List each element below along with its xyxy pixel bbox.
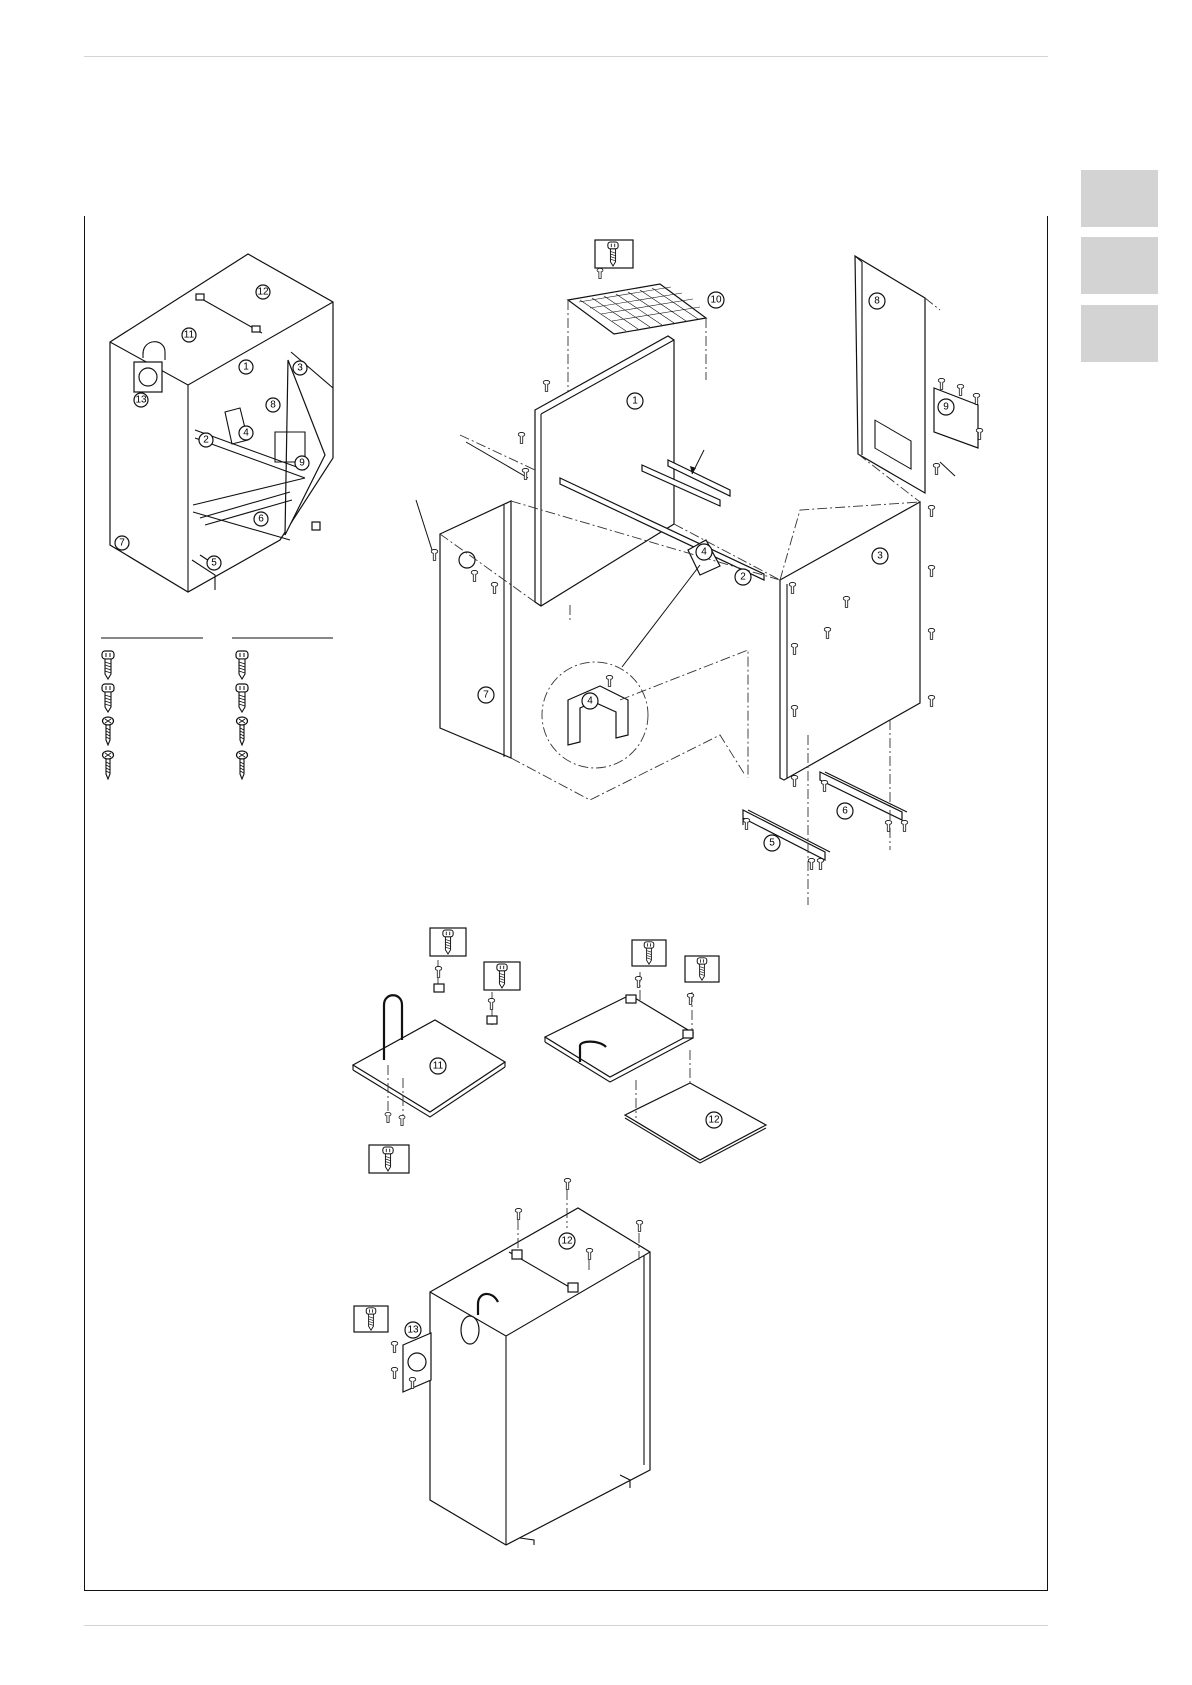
callout-6: 6: [842, 806, 848, 817]
final-assembly-view: 12 13: [354, 1178, 650, 1545]
callout-13: 13: [407, 1325, 419, 1336]
fastener-legend: [101, 638, 333, 779]
screw-icon: [103, 717, 114, 745]
assembled-overview-view: [110, 254, 333, 592]
callout-5: 5: [211, 558, 217, 569]
callout-7: 7: [119, 538, 125, 549]
callout-7: 7: [483, 690, 489, 701]
callout-1: 1: [243, 362, 249, 373]
screw-icon: [236, 684, 248, 712]
callout-12: 12: [257, 287, 269, 298]
callout-4: 4: [243, 428, 249, 439]
screw-icon: [236, 651, 248, 679]
callout-1: 1: [632, 396, 638, 407]
main-exploded-view: [416, 240, 983, 905]
callout-5: 5: [769, 838, 775, 849]
lid-assembly-12-view: 12: [545, 940, 766, 1163]
callout-11: 11: [184, 330, 195, 341]
screw-icon: [237, 717, 248, 745]
callout-2: 2: [740, 572, 746, 583]
screw-icon: [103, 751, 114, 779]
callout-3: 3: [297, 363, 303, 374]
screw-icon: [102, 684, 114, 712]
callout-4: 4: [701, 547, 707, 558]
callout-11: 11: [433, 1061, 444, 1072]
callout-8: 8: [874, 296, 880, 307]
callout-9: 9: [943, 402, 949, 413]
callout-4: 4: [587, 696, 593, 707]
callout-8: 8: [270, 400, 276, 411]
callout-10: 10: [710, 295, 722, 306]
callout-12: 12: [561, 1236, 573, 1247]
callout-12: 12: [708, 1115, 720, 1126]
callout-13: 13: [135, 395, 147, 406]
screw-icon: [237, 751, 248, 779]
lid-assembly-11-view: 11: [353, 928, 520, 1173]
callout-3: 3: [877, 551, 883, 562]
screw-icon: [102, 651, 114, 679]
callout-9: 9: [299, 458, 305, 469]
callout-2: 2: [203, 435, 209, 446]
callout-6: 6: [258, 514, 264, 525]
